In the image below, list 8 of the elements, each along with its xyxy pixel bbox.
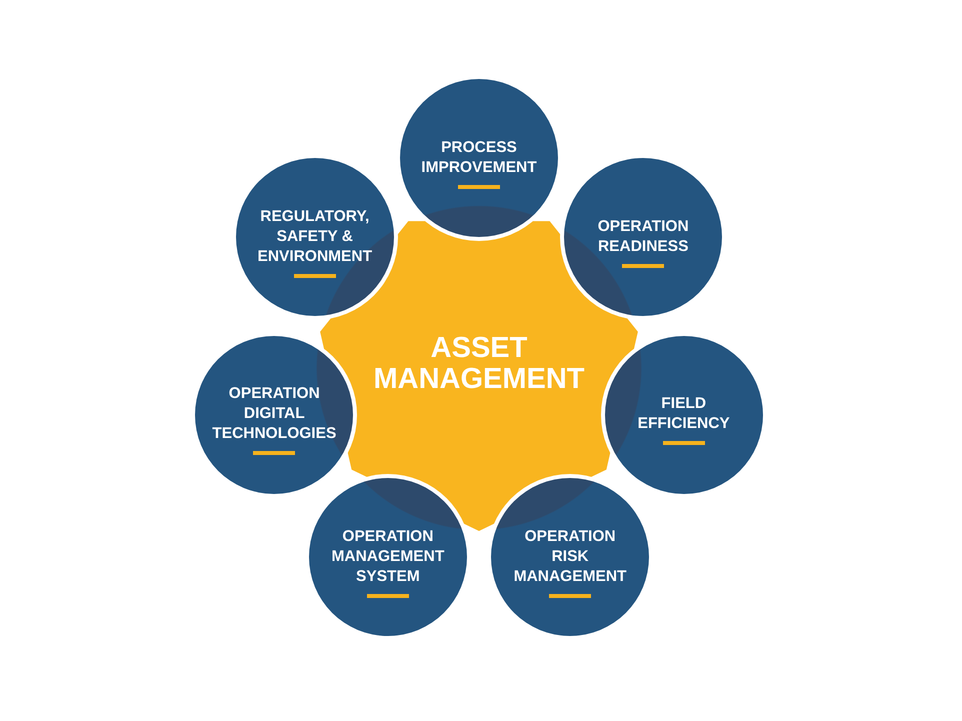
topic-label: OPERATION READINESS (596, 216, 690, 257)
topic-label: OPERATION RISK MANAGEMENT (512, 526, 628, 587)
topic-label: PROCESS IMPROVEMENT (420, 138, 538, 178)
hub-title: ASSET MANAGEMENT (372, 333, 586, 395)
topic-label: OPERATION MANAGEMENT SYSTEM (330, 526, 446, 587)
topic-label: FIELD EFFICIENCY (636, 394, 731, 434)
topic-label: REGULATORY, SAFETY & ENVIRONMENT (256, 206, 374, 267)
topic-label: OPERATION DIGITAL TECHNOLOGIES (211, 384, 338, 444)
